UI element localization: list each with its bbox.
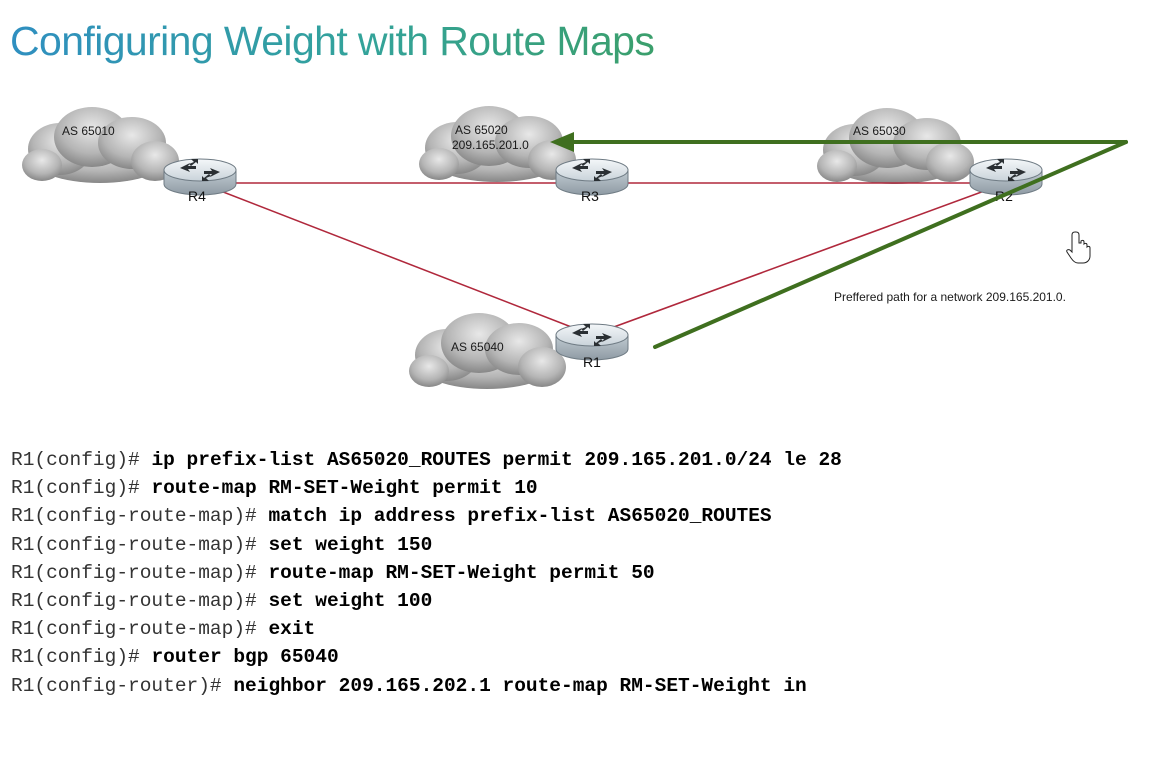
cli-command: set weight 150 xyxy=(268,533,433,556)
cli-prompt: R1(config)# xyxy=(11,477,140,500)
arrowhead-icon xyxy=(550,132,574,152)
cli-prompt: R1(config)# xyxy=(11,646,140,669)
cli-command: match ip address prefix-list AS65020_ROU… xyxy=(268,505,772,528)
cloud-label-as65040: AS 65040 xyxy=(451,340,504,354)
cli-line: R1(config)# route-map RM-SET-Weight perm… xyxy=(11,474,842,502)
cli-prompt: R1(config-route-map)# xyxy=(11,589,257,612)
cli-line: R1(config-router)# neighbor 209.165.202.… xyxy=(11,672,842,700)
cli-command: set weight 100 xyxy=(268,589,433,612)
cli-commands: R1(config)# ip prefix-list AS65020_ROUTE… xyxy=(11,446,842,700)
cli-command: router bgp 65040 xyxy=(151,646,339,669)
network-topology-diagram: AS 65010 AS 65020 209.165.201.0 AS 65030… xyxy=(22,106,1128,389)
cli-prompt: R1(config-router)# xyxy=(11,674,222,697)
preferred-path-arrow xyxy=(568,140,1128,349)
link-r4-r1 xyxy=(199,182,593,336)
cloud-as65010 xyxy=(22,107,179,183)
router-label-r3: R3 xyxy=(581,188,599,204)
cli-prompt: R1(config-route-map)# xyxy=(11,533,257,556)
cli-line: R1(config)# router bgp 65040 xyxy=(11,643,842,671)
cli-prompt: R1(config-route-map)# xyxy=(11,505,257,528)
cli-command: ip prefix-list AS65020_ROUTES permit 209… xyxy=(151,449,842,471)
cli-line: R1(config-route-map)# match ip address p… xyxy=(11,502,842,530)
cli-prompt: R1(config-route-map)# xyxy=(11,618,257,641)
cli-line: R1(config-route-map)# set weight 100 xyxy=(11,587,842,615)
cli-command: route-map RM-SET-Weight permit 50 xyxy=(268,561,655,584)
cloud-label-as65020: AS 65020 xyxy=(455,123,508,137)
preferred-path-annotation: Preffered path for a network 209.165.201… xyxy=(834,290,1066,304)
cloud-label-as65030: AS 65030 xyxy=(853,124,906,138)
cloud-label-as65010: AS 65010 xyxy=(62,124,115,138)
cloud-label-as65020-network: 209.165.201.0 xyxy=(452,138,529,152)
cloud-as65030 xyxy=(817,108,974,184)
cli-prompt: R1(config-route-map)# xyxy=(11,561,257,584)
router-label-r4: R4 xyxy=(188,188,206,204)
cli-line: R1(config-route-map)# set weight 150 xyxy=(11,531,842,559)
cli-line: R1(config-route-map)# exit xyxy=(11,615,842,643)
link-lines xyxy=(199,182,1007,336)
cli-command: neighbor 209.165.202.1 route-map RM-SET-… xyxy=(233,674,807,697)
cli-prompt: R1(config)# xyxy=(11,449,140,471)
cli-line: R1(config)# ip prefix-list AS65020_ROUTE… xyxy=(11,446,842,474)
slide-title: Configuring Weight with Route Maps xyxy=(10,18,655,64)
cli-line: R1(config-route-map)# route-map RM-SET-W… xyxy=(11,559,842,587)
cli-command: exit xyxy=(268,618,316,641)
router-label-r1: R1 xyxy=(583,354,601,370)
link-r1-r2 xyxy=(591,182,1007,336)
cli-command: route-map RM-SET-Weight permit 10 xyxy=(151,477,538,500)
hand-pointer-icon xyxy=(1066,231,1091,264)
